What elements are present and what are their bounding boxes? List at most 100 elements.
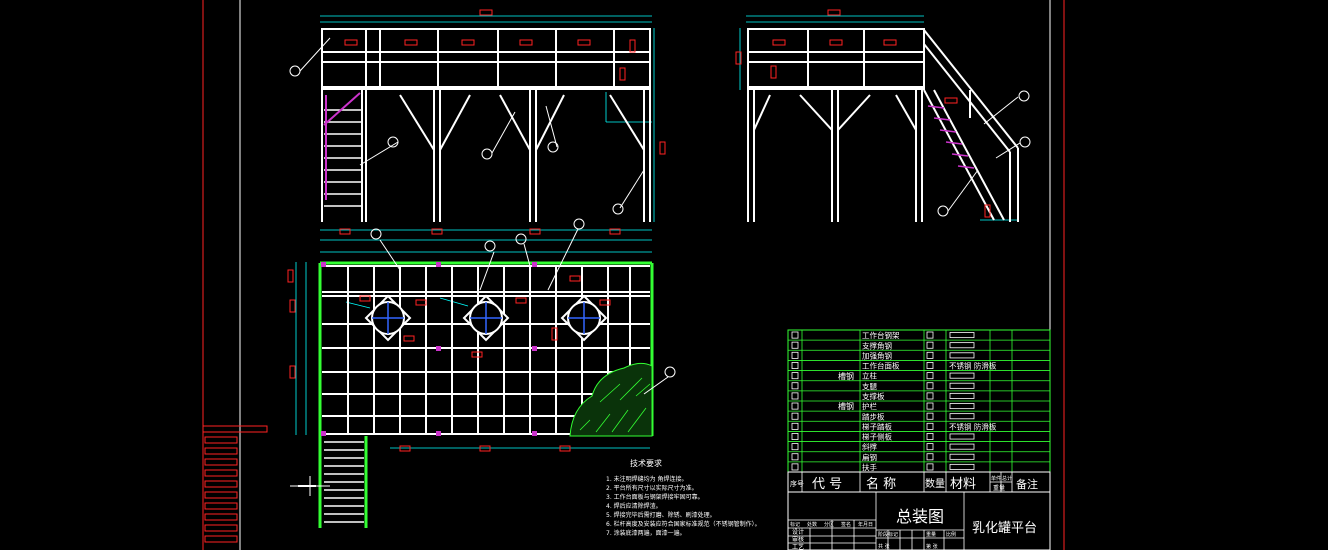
signoff-col-header: 签名 — [841, 521, 851, 528]
note-6: 6. 栏杆高度及安装应符合国家标准规范（不锈钢管制作）。 — [606, 520, 761, 528]
bom-row-name: 梯子踏板 — [862, 421, 892, 431]
note-4: 4. 焊后应清除焊渣。 — [606, 502, 662, 510]
note-7: 7. 涂装底漆两遍，面漆一遍。 — [606, 529, 686, 537]
bom-header-weight-label: 重量 — [993, 484, 1005, 492]
bom-row-material-box — [949, 463, 975, 470]
bom-row-qty-cell — [926, 422, 934, 430]
bom-row-qty-cell — [926, 443, 934, 451]
front-dimension-tags — [339, 9, 666, 235]
bom-row-material-box — [949, 392, 975, 399]
bom-header-no: 序号 — [790, 479, 804, 488]
bom-row-number-cell — [791, 443, 799, 451]
front-dimensions — [320, 15, 655, 231]
title-block: 序号 代 号 名 称 数量 材料 单件 总计 重量 备注 总装图 乳化罐平台 标… — [787, 471, 1051, 550]
bom-row-name: 扁钢 — [862, 452, 877, 462]
bom-row-number-cell — [791, 463, 799, 471]
bom-row-material-box — [949, 413, 975, 420]
note-1: 1. 未注明焊缝均为 角焊连接。 — [606, 475, 688, 483]
signoff-row-label: 工艺 — [792, 543, 804, 550]
bom-row-name: 立柱 — [862, 371, 877, 381]
notes-title: 技术要求 — [630, 458, 662, 468]
bom-row-material-box — [949, 453, 975, 460]
bom-row-number-cell — [791, 341, 799, 349]
signoff-col-header: 分区 — [824, 521, 834, 528]
bill-of-materials: 工作台钢架支撑角钢加强角钢工作台面板不锈钢 防滑板立柱支腿支撑板护栏踏步板梯子踏… — [787, 329, 1051, 473]
bom-row-number-cell — [791, 412, 799, 420]
plan-stair-treads — [324, 441, 364, 523]
bom-row-name: 支撑板 — [862, 391, 885, 401]
bom-row-qty-cell — [926, 412, 934, 420]
plan-view — [287, 218, 676, 528]
bom-left-label-1: 槽钢 — [838, 371, 854, 381]
bom-row-material-box — [949, 332, 975, 339]
scale-cell-stage: 阶段标记 — [878, 531, 898, 538]
bom-row-number-cell — [791, 392, 799, 400]
bom-row-name: 工作台钢架 — [862, 330, 900, 340]
bom-row-qty-cell — [926, 362, 934, 369]
sheet-total: 共 张 — [878, 543, 890, 550]
bom-header-code: 代 号 — [812, 477, 842, 492]
scale-cell-weight: 重量 — [926, 531, 936, 538]
bom-row-name: 支腿 — [862, 381, 877, 391]
bom-row-qty-cell — [926, 372, 934, 380]
sheet-number: 第 张 — [926, 543, 938, 550]
frame-border-white — [239, 0, 1051, 550]
signoff-col-header: 标记 — [790, 521, 800, 528]
bom-row-qty-cell — [926, 351, 934, 359]
front-frame — [321, 28, 651, 222]
bom-row-number-cell — [791, 382, 799, 390]
bom-header-total-weight: 总计 — [1002, 475, 1012, 482]
bom-row-number-cell — [791, 362, 799, 369]
bom-row-qty-cell — [926, 463, 934, 471]
signoff-col-header: 年月日 — [858, 521, 873, 528]
front-elevation-view — [289, 9, 666, 235]
bom-row-material: 不锈钢 防滑板 — [949, 421, 997, 431]
bom-row-number-cell — [791, 422, 799, 430]
bom-row-name: 支撑角钢 — [862, 340, 892, 350]
bom-row-qty-cell — [926, 453, 934, 461]
bom-row-name: 斜撑 — [862, 442, 877, 452]
product-name: 乳化罐平台 — [972, 521, 1037, 536]
bom-row-number-cell — [791, 453, 799, 461]
bom-row-name: 踏步板 — [862, 411, 885, 421]
front-handrail-highlight — [323, 92, 361, 200]
note-2: 2. 平台所有尺寸以实际尺寸为准。 — [606, 484, 698, 492]
bom-row-material: 不锈钢 防滑板 — [949, 361, 997, 371]
bom-row-qty-cell — [926, 392, 934, 400]
signoff-row-label: 审核 — [792, 536, 804, 544]
bom-row-number-cell — [791, 402, 799, 410]
bom-row-material-box — [949, 352, 975, 359]
bom-row-number-cell — [791, 351, 799, 359]
note-3: 3. 工作台面板与钢架焊接牢固可靠。 — [606, 493, 704, 501]
side-stair-treads — [927, 105, 975, 169]
bom-row-number-cell — [791, 433, 799, 440]
bom-row-material-box — [949, 372, 975, 379]
bom-row-material-box — [949, 342, 975, 349]
bom-row-material-box — [949, 382, 975, 389]
bom-row-qty-cell — [926, 341, 934, 349]
bom-row-number-cell — [791, 331, 799, 339]
margin-stamp-boxes — [202, 425, 268, 543]
bom-row-material-box — [949, 433, 975, 440]
note-5: 5. 焊接完毕后需打磨、除锈、刷漆处理。 — [606, 511, 716, 519]
bom-left-label-2: 槽钢 — [838, 401, 854, 411]
plan-grid — [322, 265, 650, 435]
bom-row-name: 工作台面板 — [862, 361, 900, 371]
column-markers — [321, 262, 537, 436]
bom-row-name: 扶手 — [862, 462, 877, 472]
bom-header-remark: 备注 — [1016, 477, 1038, 491]
tank-openings — [364, 294, 608, 342]
side-elevation-view — [735, 9, 1031, 222]
bom-row-qty-cell — [926, 402, 934, 410]
checker-plate-hatch — [569, 362, 653, 437]
bom-header-qty: 数量 — [925, 477, 945, 490]
scale-cell-ratio: 比例 — [946, 531, 956, 538]
front-ladder-rungs — [324, 109, 362, 207]
signoff-col-header: 处数 — [807, 521, 817, 528]
bom-row-name: 加强角钢 — [862, 350, 892, 360]
bom-row-material-box — [949, 443, 975, 450]
front-leaders — [289, 37, 645, 215]
bom-row-name: 梯子侧板 — [862, 432, 892, 442]
signoff-row-label: 设计 — [792, 528, 804, 536]
